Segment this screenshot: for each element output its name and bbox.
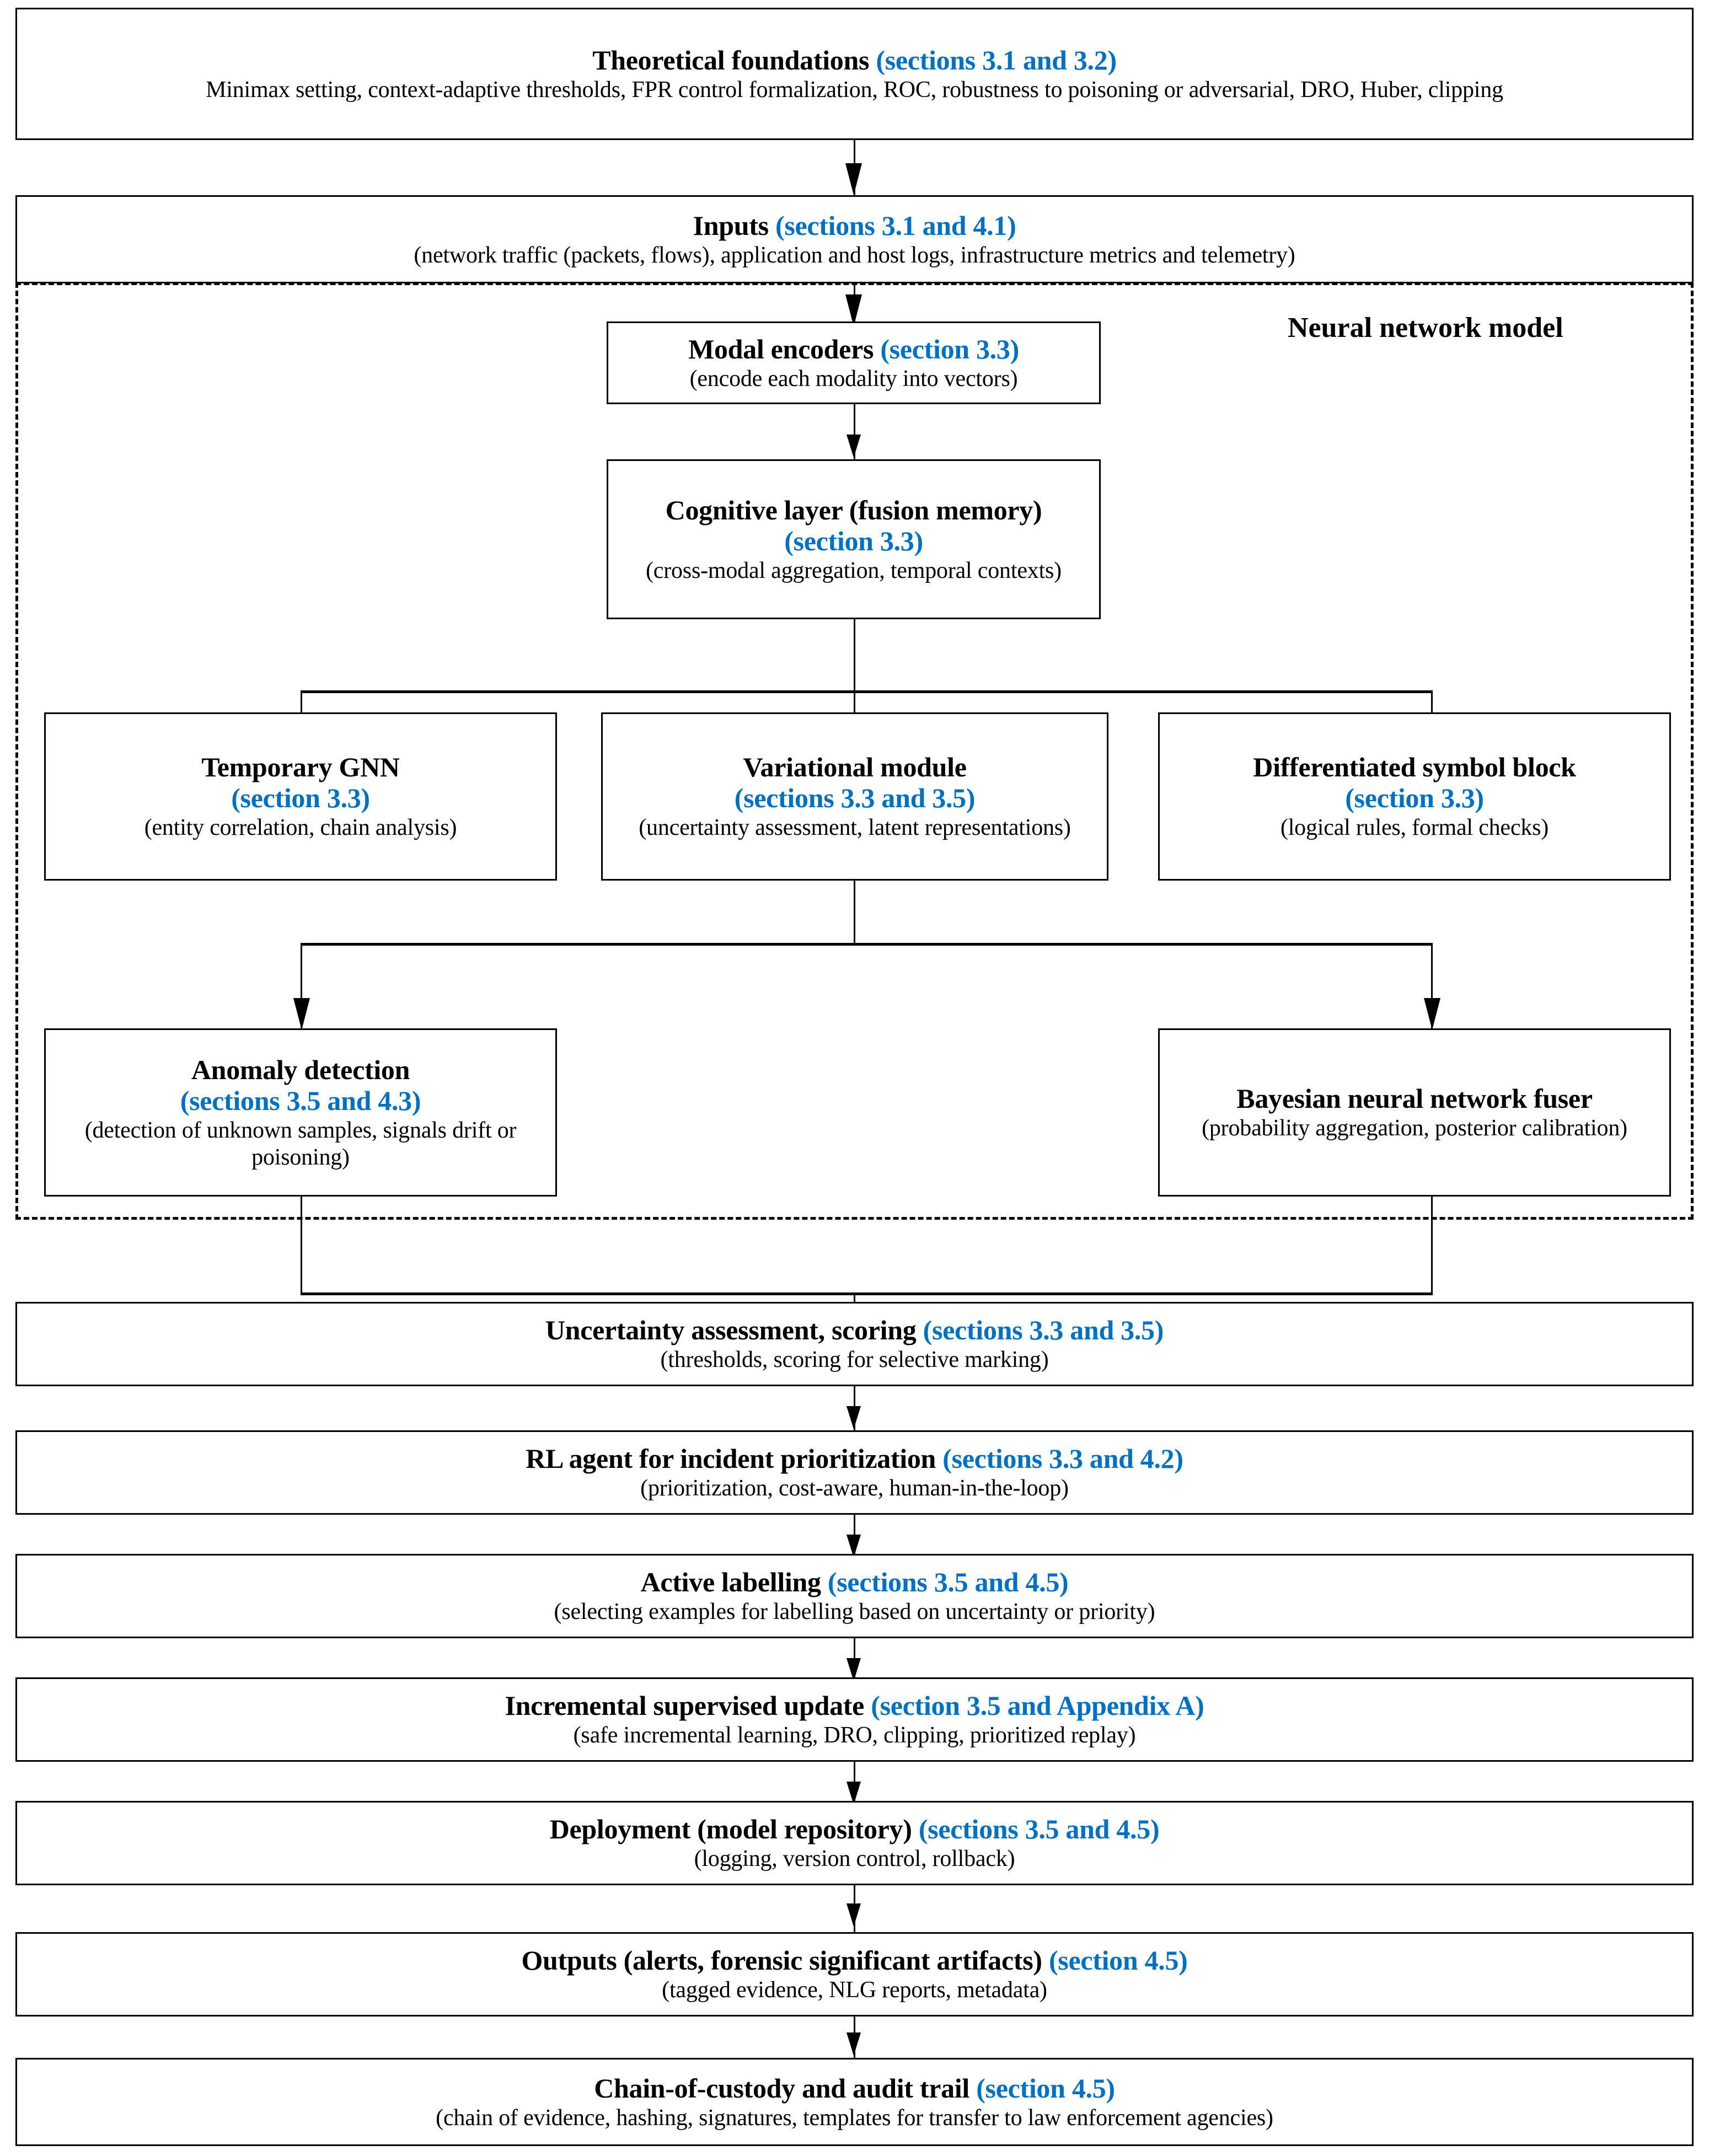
connector-branch-bar <box>301 690 1433 693</box>
node-section-ref: (section 4.5) <box>976 2072 1115 2104</box>
node-modal-encoders: Modal encoders (section 3.3) (encode eac… <box>607 321 1101 404</box>
node-subtitle: (cross-modal aggregation, temporal conte… <box>646 557 1062 583</box>
node-subtitle: (selecting examples for labelling based … <box>554 1599 1155 1625</box>
connector-arrowhead <box>845 163 862 195</box>
node-section-ref: (section 3.3) <box>231 782 370 814</box>
connector-line <box>854 619 855 692</box>
connector-arrowhead <box>847 1903 861 1927</box>
connector-arrowhead <box>847 1406 861 1429</box>
connector-line <box>301 1197 302 1294</box>
connector-line <box>1431 943 1433 1028</box>
node-title: Outputs (alerts, forensic significant ar… <box>521 1945 1187 1976</box>
connector-line <box>1431 1197 1433 1294</box>
node-temporary-gnn: Temporary GNN (section 3.3) (entity corr… <box>44 712 557 881</box>
node-title: Variational module (sections 3.3 and 3.5… <box>734 752 976 814</box>
node-subtitle: (logical rules, formal checks) <box>1280 815 1549 841</box>
connector-arrowhead <box>293 998 310 1030</box>
node-title-text: Incremental supervised update <box>505 1690 865 1721</box>
node-subtitle: (probability aggregation, posterior cali… <box>1202 1115 1627 1141</box>
node-section-ref: (sections 3.5 and 4.5) <box>827 1567 1069 1598</box>
node-title-text: Bayesian neural network fuser <box>1236 1083 1593 1114</box>
node-outputs: Outputs (alerts, forensic significant ar… <box>15 1932 1694 2016</box>
node-title: Cognitive layer (fusion memory) (section… <box>666 495 1042 556</box>
connector-arrowhead <box>845 294 862 326</box>
node-title-text: Active labelling <box>640 1567 821 1598</box>
connector-arrowhead <box>1424 998 1440 1030</box>
node-subtitle: (tagged evidence, NLG reports, metadata) <box>662 1977 1047 2003</box>
node-section-ref: (sections 3.5 and 4.5) <box>918 1814 1160 1845</box>
node-subtitle: (encode each modality into vectors) <box>689 366 1018 391</box>
node-title-text: Modal encoders <box>688 333 874 364</box>
node-title: Incremental supervised update (section 3… <box>505 1690 1204 1721</box>
node-title: Modal encoders (section 3.3) <box>688 334 1019 364</box>
node-rl-agent: RL agent for incident prioritization (se… <box>15 1430 1694 1515</box>
node-title-text: Chain-of-custody and audit trail <box>594 2072 969 2104</box>
node-title-text: Outputs (alerts, forensic significant ar… <box>521 1945 1042 1976</box>
node-title: Anomaly detection (sections 3.5 and 4.3) <box>180 1054 421 1116</box>
node-title-text: Differentiated symbol block <box>1253 752 1576 783</box>
node-section-ref: (sections 3.3 and 4.2) <box>942 1443 1183 1474</box>
node-subtitle: (chain of evidence, hashing, signatures,… <box>436 2105 1273 2131</box>
node-title: Inputs (sections 3.1 and 4.1) <box>693 210 1016 241</box>
node-deployment: Deployment (model repository) (sections … <box>15 1801 1694 1885</box>
connector-line <box>854 404 855 459</box>
node-bayesian-fuser: Bayesian neural network fuser (probabili… <box>1158 1028 1671 1197</box>
node-section-ref: (section 4.5) <box>1048 1945 1188 1976</box>
node-title: Differentiated symbol block (section 3.3… <box>1253 752 1576 813</box>
connector-branch-bar <box>301 943 1433 946</box>
node-subtitle: (network traffic (packets, flows), appli… <box>414 242 1295 268</box>
node-section-ref: (sections 3.3 and 3.5) <box>734 782 976 814</box>
node-title-text: Uncertainty assessment, scoring <box>545 1315 917 1346</box>
node-title-text: RL agent for incident prioritization <box>526 1443 936 1474</box>
node-subtitle: (thresholds, scoring for selective marki… <box>660 1347 1049 1373</box>
node-subtitle: (prioritization, cost-aware, human-in-th… <box>640 1476 1069 1501</box>
node-title-text: Temporary GNN <box>201 752 400 783</box>
node-title: Theoretical foundations (sections 3.1 an… <box>592 45 1117 76</box>
node-chain-of-custody: Chain-of-custody and audit trail (sectio… <box>15 2058 1694 2146</box>
node-section-ref: (sections 3.3 and 3.5) <box>923 1315 1164 1346</box>
connector-line <box>301 943 302 1028</box>
node-inputs: Inputs (sections 3.1 and 4.1) (network t… <box>15 195 1694 283</box>
node-title-text: Variational module <box>743 752 967 783</box>
node-theoretical-foundations: Theoretical foundations (sections 3.1 an… <box>15 8 1694 140</box>
connector-arrowhead <box>847 2032 861 2056</box>
connector-merge-bar <box>301 1292 1433 1295</box>
node-differentiated-symbol-block: Differentiated symbol block (section 3.3… <box>1158 712 1671 881</box>
node-section-ref: (section 3.5 and Appendix A) <box>871 1690 1204 1721</box>
node-title-text: Deployment (model repository) <box>549 1814 912 1845</box>
node-subtitle: (uncertainty assessment, latent represen… <box>639 815 1071 841</box>
node-title: Active labelling (sections 3.5 and 4.5) <box>641 1567 1069 1597</box>
node-title: Deployment (model repository) (sections … <box>550 1814 1160 1844</box>
node-title-text: Anomaly detection <box>191 1054 410 1085</box>
node-active-labelling: Active labelling (sections 3.5 and 4.5) … <box>15 1554 1694 1638</box>
node-section-ref: (section 3.3) <box>784 525 923 556</box>
node-subtitle: (logging, version control, rollback) <box>694 1846 1015 1872</box>
node-subtitle: (detection of unknown samples, signals d… <box>84 1117 517 1170</box>
node-title-text: Cognitive layer (fusion memory) <box>665 494 1042 525</box>
node-subtitle: Minimax setting, context-adaptive thresh… <box>206 77 1503 103</box>
node-subtitle: (entity correlation, chain analysis) <box>144 815 457 841</box>
neural-network-model-label: Neural network model <box>1288 312 1563 344</box>
connector-arrowhead <box>847 435 861 458</box>
node-uncertainty-assessment: Uncertainty assessment, scoring (section… <box>15 1302 1694 1386</box>
node-title: Temporary GNN (section 3.3) <box>201 752 400 813</box>
node-section-ref: (section 3.3) <box>880 333 1019 364</box>
connector-line <box>854 881 855 945</box>
node-title: RL agent for incident prioritization (se… <box>526 1443 1183 1474</box>
node-title: Bayesian neural network fuser <box>1236 1083 1593 1114</box>
node-incremental-update: Incremental supervised update (section 3… <box>15 1677 1694 1762</box>
node-title: Chain-of-custody and audit trail (sectio… <box>594 2073 1115 2104</box>
node-title: Uncertainty assessment, scoring (section… <box>545 1315 1164 1345</box>
node-section-ref: (sections 3.1 and 3.2) <box>876 44 1117 76</box>
node-title-text: Theoretical foundations <box>592 44 870 76</box>
node-anomaly-detection: Anomaly detection (sections 3.5 and 4.3)… <box>44 1028 557 1197</box>
node-subtitle: (safe incremental learning, DRO, clippin… <box>573 1723 1136 1749</box>
node-section-ref: (sections 3.5 and 4.3) <box>180 1085 421 1116</box>
node-title-text: Inputs <box>693 210 769 241</box>
node-cognitive-layer: Cognitive layer (fusion memory) (section… <box>607 459 1101 619</box>
node-section-ref: (sections 3.1 and 4.1) <box>775 210 1016 241</box>
node-section-ref: (section 3.3) <box>1345 782 1484 814</box>
node-variational-module: Variational module (sections 3.3 and 3.5… <box>601 712 1108 881</box>
